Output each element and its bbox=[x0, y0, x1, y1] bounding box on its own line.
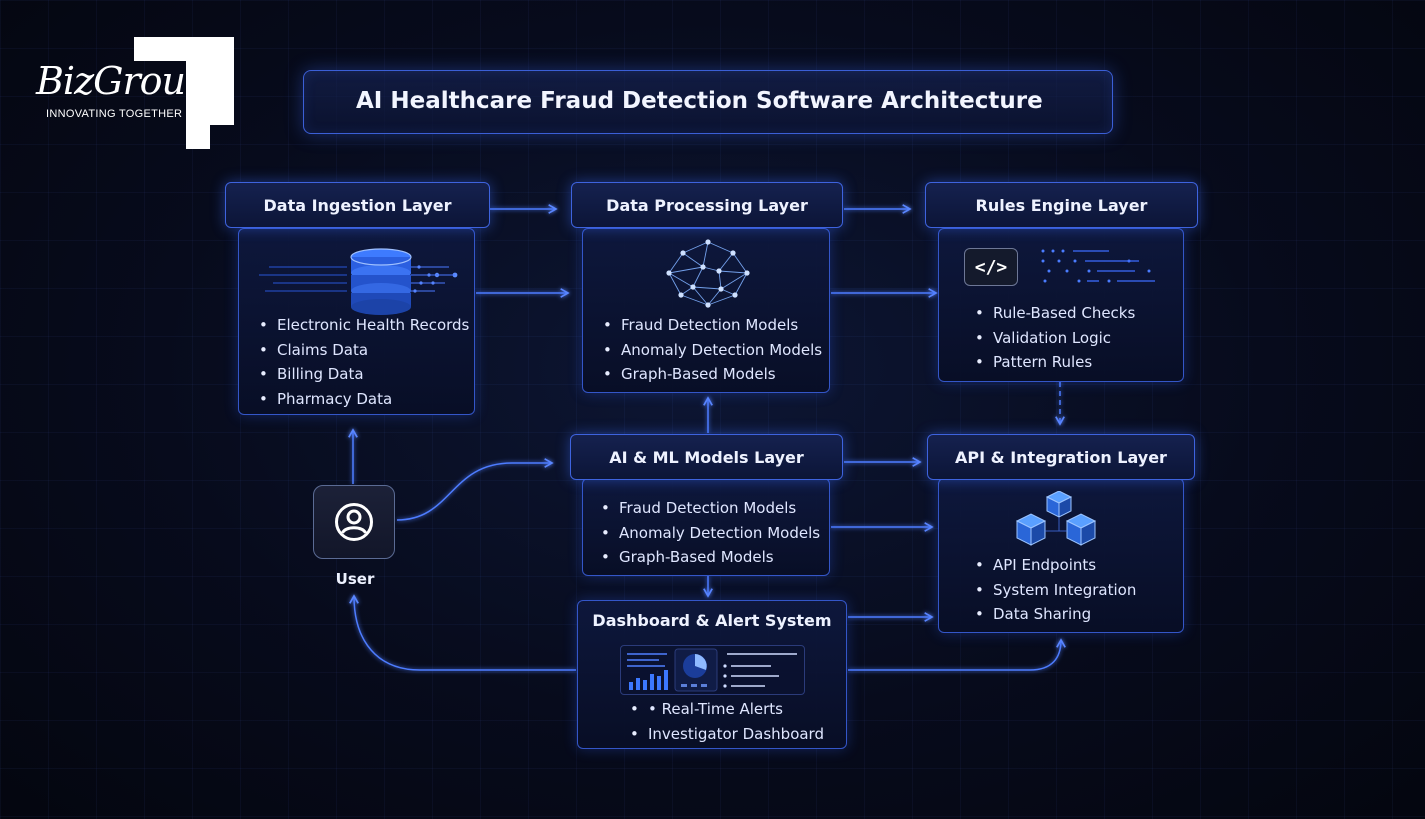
data-dots-decoration bbox=[1041, 249, 1155, 283]
page-title: AI Healthcare Fraud Detection Software A… bbox=[356, 88, 1043, 114]
ai-ml-models-header: AI & ML Models Layer bbox=[570, 434, 843, 480]
api-integration-panel: API Endpoints System Integration Data Sh… bbox=[938, 478, 1184, 633]
api-integration-list: API Endpoints System Integration Data Sh… bbox=[975, 553, 1136, 627]
list-item: Investigator Dashboard bbox=[630, 722, 824, 747]
neural-network-icon bbox=[666, 239, 750, 308]
arrow-dashboard-to-user bbox=[349, 594, 576, 671]
user-label: User bbox=[335, 570, 375, 588]
list-item: Anomaly Detection Models bbox=[601, 521, 820, 546]
data-processing-panel: Fraud Detection Models Anomaly Detection… bbox=[582, 228, 830, 393]
database-icon bbox=[259, 248, 458, 315]
data-processing-list: Fraud Detection Models Anomaly Detection… bbox=[603, 313, 822, 387]
logo-tagline: INNOVATING TOGETHER bbox=[46, 108, 183, 120]
data-ingestion-header: Data Ingestion Layer bbox=[225, 182, 490, 228]
ai-ml-models-panel: Fraud Detection Models Anomaly Detection… bbox=[582, 478, 830, 576]
dashboard-panel: • Real-Time Alerts Investigator Dashboar… bbox=[577, 600, 847, 749]
list-item: Validation Logic bbox=[975, 326, 1135, 351]
list-item: Electronic Health Records bbox=[259, 313, 469, 338]
list-item: Claims Data bbox=[259, 338, 469, 363]
list-item: Fraud Detection Models bbox=[603, 313, 822, 338]
cubes-icon bbox=[1015, 491, 1097, 546]
title-box: AI Healthcare Fraud Detection Software A… bbox=[303, 70, 1113, 134]
user-node bbox=[313, 485, 395, 559]
data-ingestion-panel: Electronic Health Records Claims Data Bi… bbox=[238, 228, 475, 415]
dashboard-preview-icon bbox=[620, 645, 805, 695]
rules-engine-list: Rule-Based Checks Validation Logic Patte… bbox=[975, 301, 1135, 375]
arrow-dashboard-to-api-bottom bbox=[848, 638, 1066, 671]
list-item: Rule-Based Checks bbox=[975, 301, 1135, 326]
logo-name: BizGroup bbox=[36, 59, 209, 103]
list-item: Data Sharing bbox=[975, 602, 1136, 627]
list-item: Graph-Based Models bbox=[603, 362, 822, 387]
list-item: API Endpoints bbox=[975, 553, 1136, 578]
list-item: System Integration bbox=[975, 578, 1136, 603]
dashboard-header: Dashboard & Alert System bbox=[592, 610, 832, 630]
code-icon: </> bbox=[964, 248, 1018, 286]
list-item: Fraud Detection Models bbox=[601, 496, 820, 521]
list-item: Anomaly Detection Models bbox=[603, 338, 822, 363]
ai-ml-models-list: Fraud Detection Models Anomaly Detection… bbox=[601, 496, 820, 570]
data-processing-header: Data Processing Layer bbox=[571, 182, 843, 228]
arrow-user-to-ml bbox=[396, 458, 554, 521]
user-icon bbox=[335, 503, 373, 541]
list-item: Pattern Rules bbox=[975, 350, 1135, 375]
list-item: Pharmacy Data bbox=[259, 387, 469, 412]
dashboard-list: • Real-Time Alerts Investigator Dashboar… bbox=[630, 697, 824, 746]
rules-engine-header: Rules Engine Layer bbox=[925, 182, 1198, 228]
logo-frame bbox=[134, 37, 234, 149]
data-ingestion-list: Electronic Health Records Claims Data Bi… bbox=[259, 313, 469, 411]
list-item: Graph-Based Models bbox=[601, 545, 820, 570]
list-item: Billing Data bbox=[259, 362, 469, 387]
list-item: • Real-Time Alerts bbox=[630, 697, 824, 722]
api-integration-header: API & Integration Layer bbox=[927, 434, 1195, 480]
bizgroup-logo: BizGroup INNOVATING TOGETHER bbox=[30, 37, 235, 149]
